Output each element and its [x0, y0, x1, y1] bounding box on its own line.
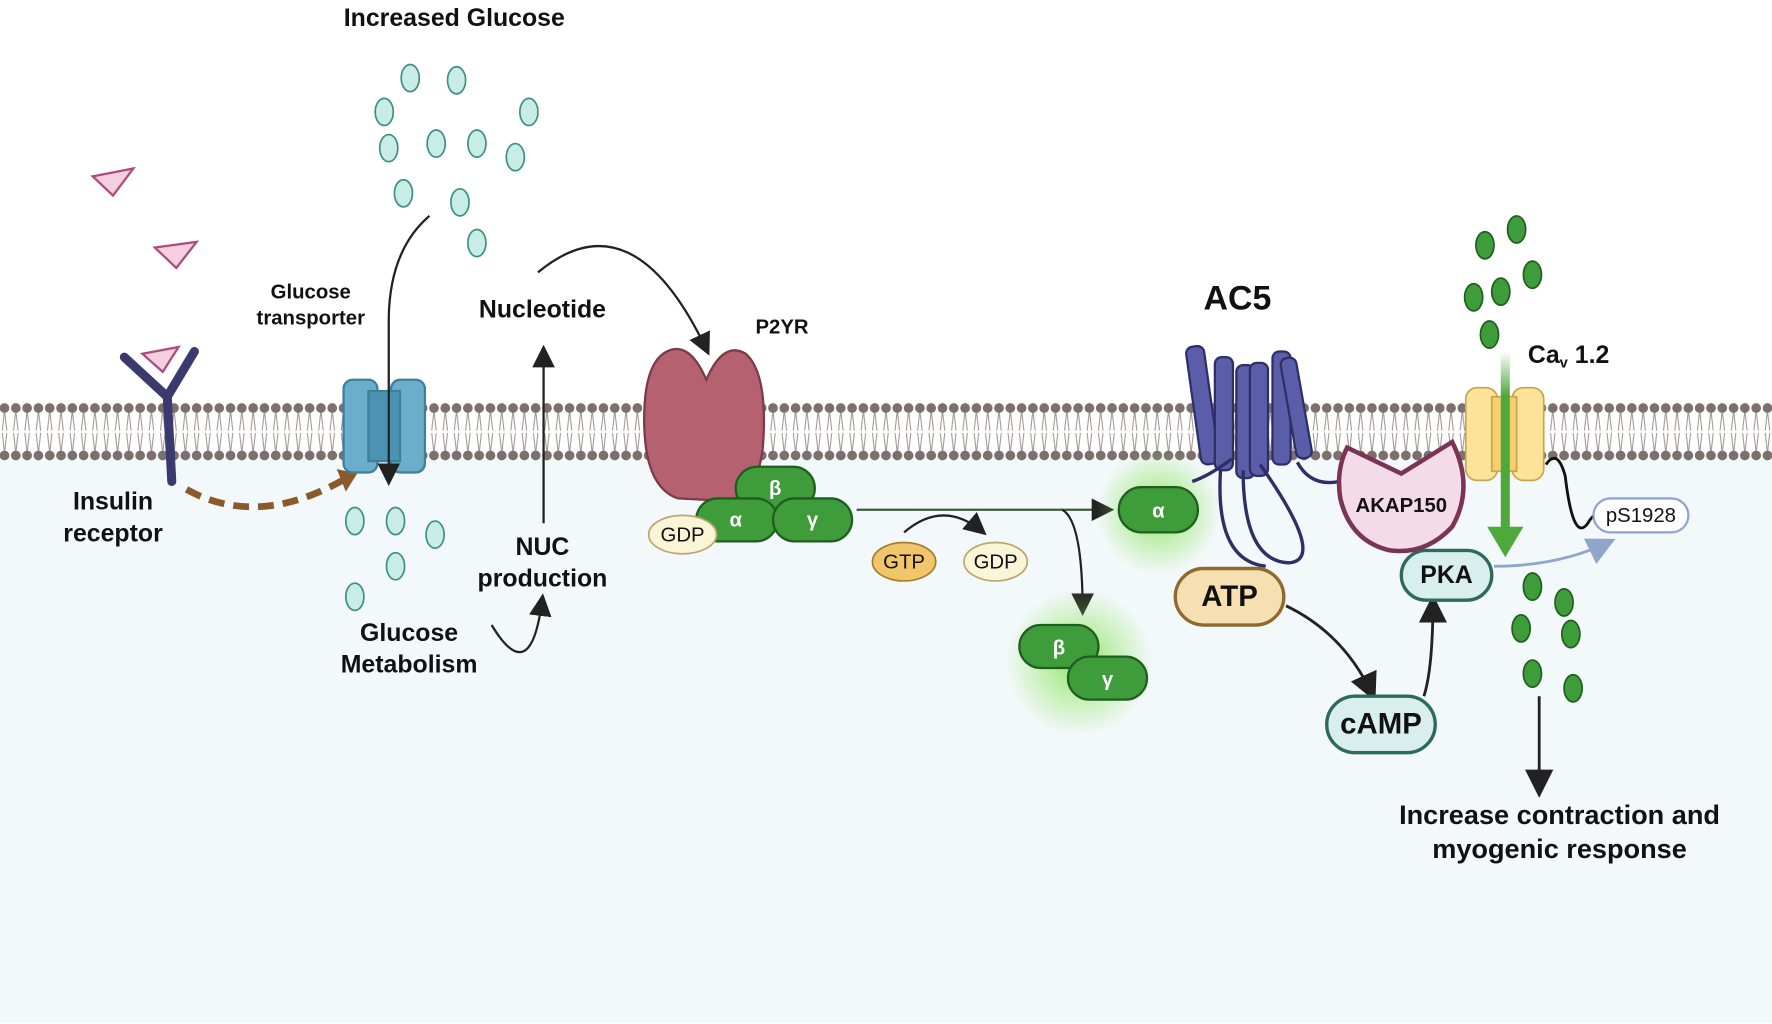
glucose-molecule	[426, 129, 447, 158]
svg-text:β: β	[769, 478, 781, 500]
glucose-molecule	[505, 142, 526, 172]
svg-text:β: β	[1053, 637, 1065, 659]
cav12-label: Cav 1.2	[1528, 341, 1609, 372]
calcium-ion	[1463, 282, 1484, 312]
akap150	[1336, 438, 1466, 554]
glucose-molecule	[385, 551, 406, 581]
calcium-ion	[1554, 587, 1574, 617]
insulin-signal-arrow	[184, 472, 353, 511]
calcium-ion	[1560, 619, 1581, 649]
glucose-molecule	[344, 582, 365, 612]
glucose-molecule	[344, 506, 365, 536]
glucose-molecule	[374, 97, 395, 127]
calcium-ion	[1563, 673, 1583, 703]
g-beta-gamma	[1018, 623, 1149, 701]
svg-text:pS1928: pS1928	[1606, 505, 1676, 527]
glucose-molecule	[467, 228, 487, 258]
glucose-molecule	[518, 97, 539, 127]
gdp-released: GDP	[974, 552, 1018, 574]
glucose-transporter	[342, 378, 427, 474]
ps1928-phosphosite	[1592, 497, 1690, 534]
ac5-label: AC5	[1204, 280, 1272, 318]
glucose-molecule	[467, 129, 487, 158]
svg-text:α: α	[1152, 501, 1165, 523]
cav12-channel	[1464, 386, 1545, 482]
calcium-ion	[1522, 659, 1543, 689]
ac5-adenylyl-cyclase	[1185, 344, 1313, 480]
glucose-molecule	[385, 506, 406, 536]
g-alpha-active	[1117, 486, 1200, 534]
glucose-molecule	[450, 187, 470, 217]
camp	[1325, 694, 1437, 755]
glucose-molecule	[378, 133, 399, 163]
glucose-molecules	[344, 63, 539, 612]
calcium-ion	[1475, 230, 1495, 260]
svg-text:cAMP: cAMP	[1340, 707, 1422, 740]
p2yr-label: P2YR	[755, 316, 808, 338]
svg-text:γ: γ	[807, 510, 819, 532]
svg-text:ATP: ATP	[1201, 580, 1258, 613]
atp	[1173, 566, 1286, 627]
insulin-receptor	[119, 347, 199, 487]
glucose-molecule	[446, 65, 467, 95]
gtp: GTP	[883, 552, 925, 574]
calcium-ion	[1479, 320, 1500, 349]
calcium-ion	[1490, 277, 1511, 307]
glucose-molecule	[393, 178, 414, 208]
glucose-molecule	[400, 63, 421, 93]
nucleotide-label: Nucleotide	[479, 296, 606, 324]
svg-text:α: α	[729, 510, 742, 532]
calcium-ion	[1522, 572, 1543, 601]
calcium-ion	[1506, 215, 1527, 244]
svg-text:AKAP150: AKAP150	[1356, 495, 1448, 517]
calcium-ion	[1511, 613, 1532, 643]
pka	[1399, 548, 1494, 602]
p2yr-receptor	[643, 347, 766, 502]
glucose-molecule	[425, 520, 445, 550]
svg-text:PKA: PKA	[1420, 561, 1473, 589]
calcium-ions	[1463, 215, 1583, 703]
insulin-molecules	[90, 166, 200, 374]
calcium-influx-arrow	[1500, 351, 1510, 531]
svg-text:γ: γ	[1102, 669, 1114, 691]
glucose-uptake-arrow	[377, 215, 431, 487]
calcium-ion	[1522, 260, 1543, 290]
increased-glucose-label: Increased Glucose	[344, 4, 565, 32]
gdp-bound: GDP	[661, 524, 705, 546]
